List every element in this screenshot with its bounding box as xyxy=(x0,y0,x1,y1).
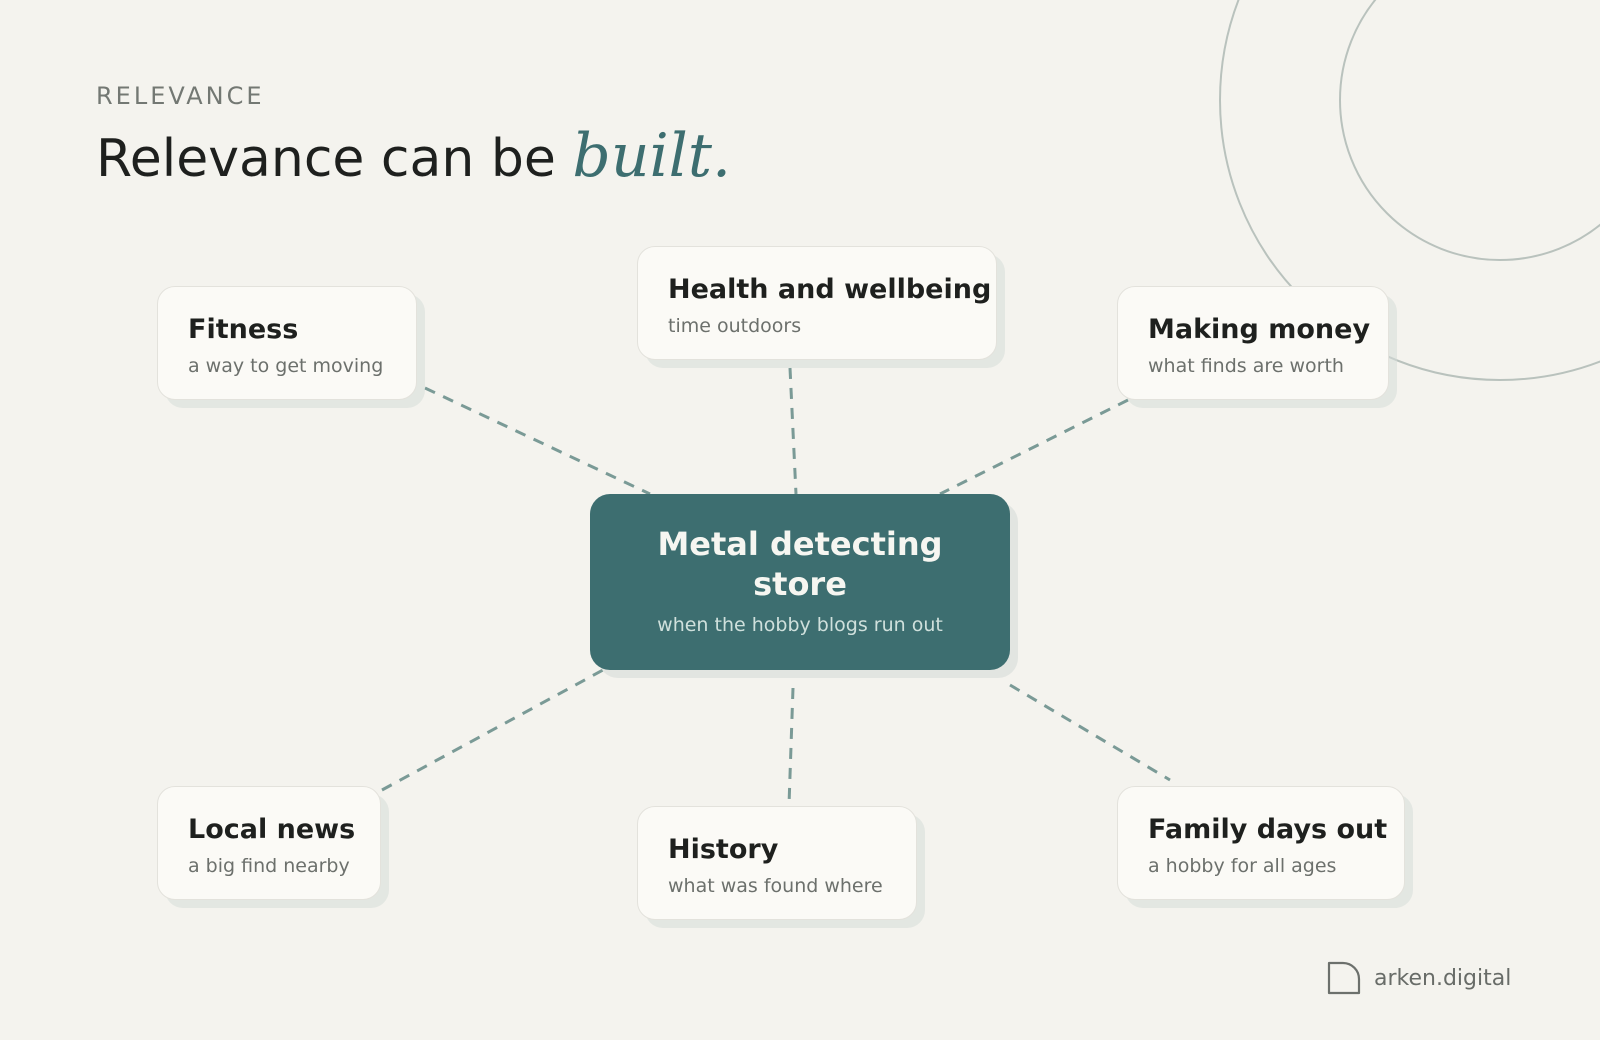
topic-card-making-money: Making money what finds are worth xyxy=(1117,286,1389,400)
section-eyebrow: RELEVANCE xyxy=(96,82,265,110)
topic-subtitle: time outdoors xyxy=(668,315,802,337)
connector-history xyxy=(787,687,795,806)
page-title: Relevance can be built. xyxy=(96,124,731,191)
connector-family xyxy=(1009,683,1171,782)
topic-card-family-days-out: Family days out a hobby for all ages xyxy=(1117,786,1405,900)
topic-title: Health and wellbeing xyxy=(668,274,992,305)
topic-card-local-news: Local news a big find nearby xyxy=(157,786,381,900)
topic-card-fitness: Fitness a way to get moving xyxy=(157,286,417,400)
connector-health xyxy=(788,367,798,495)
topic-title: Fitness xyxy=(188,314,299,345)
topic-subtitle: what was found where xyxy=(668,875,883,897)
topic-subtitle: a big find nearby xyxy=(188,855,350,877)
topic-card-health: Health and wellbeing time outdoors xyxy=(637,246,997,360)
topic-title: History xyxy=(668,834,779,865)
connector-fitness xyxy=(424,386,651,496)
page-title-prefix: Relevance can be xyxy=(96,129,573,189)
page-title-accent: built. xyxy=(572,121,732,191)
topic-subtitle: what finds are worth xyxy=(1148,355,1344,377)
connector-local-news xyxy=(381,668,604,792)
central-node: Metal detecting store when the hobby blo… xyxy=(590,494,1010,670)
central-node-subtitle: when the hobby blogs run out xyxy=(657,614,943,636)
arken-logo-icon xyxy=(1327,961,1361,995)
topic-title: Making money xyxy=(1148,314,1371,345)
brand-footer: arken.digital xyxy=(1326,960,1511,996)
connector-money xyxy=(939,398,1129,496)
topic-title: Local news xyxy=(188,814,356,845)
central-node-title: Metal detecting store xyxy=(657,525,943,603)
brand-name: arken.digital xyxy=(1374,965,1512,991)
topic-subtitle: a way to get moving xyxy=(188,355,384,377)
topic-subtitle: a hobby for all ages xyxy=(1148,855,1337,877)
topic-title: Family days out xyxy=(1148,814,1388,845)
topic-card-history: History what was found where xyxy=(637,806,917,920)
